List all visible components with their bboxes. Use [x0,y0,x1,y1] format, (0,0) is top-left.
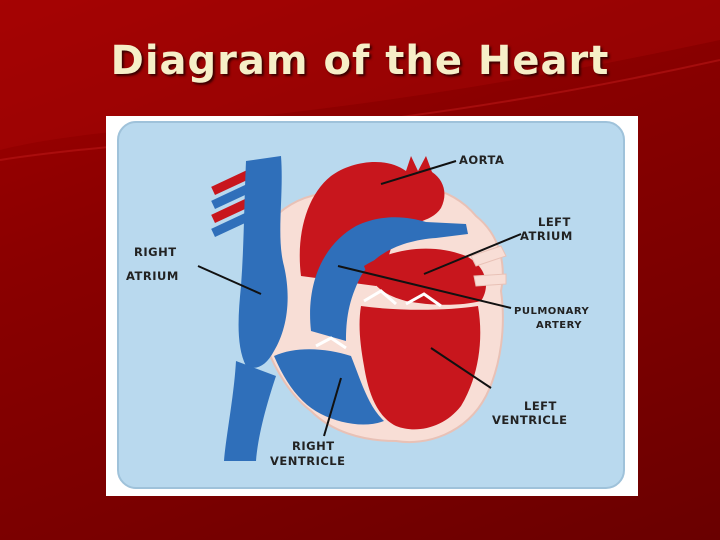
label-left-atrium-line2: ATRIUM [520,229,573,243]
heart-valves [315,289,442,350]
label-right-atrium-line1: RIGHT [134,245,177,259]
label-right-ventricle-line2: VENTRICLE [270,454,345,468]
pulmonary-artery-shape [310,217,468,341]
label-pulmonary-artery-line1: PULMONARY [514,306,590,317]
pulmonary-veins [470,245,507,287]
slide-title: Diagram of the Heart [110,38,610,84]
heart-diagram: AORTA LEFT ATRIUM RIGHT ATRIUM PULMONARY… [106,116,638,496]
right-ventricle-shape [274,349,384,425]
label-left-ventricle-line2: VENTRICLE [492,413,567,427]
vena-cava-shape [224,361,276,461]
left-ventricle-shape [359,306,481,430]
leader-lines [197,160,522,437]
right-atrium-shape [238,156,288,368]
label-aorta: AORTA [459,153,504,167]
heart-diagram-svg: AORTA LEFT ATRIUM RIGHT ATRIUM PULMONARY… [117,121,625,489]
left-atrium-shape [364,248,486,305]
label-left-atrium-line1: LEFT [538,215,571,229]
label-left-ventricle-line1: LEFT [524,399,557,413]
label-pulmonary-artery-line2: ARTERY [536,320,582,331]
label-right-ventricle-line1: RIGHT [292,439,335,453]
label-right-atrium-line2: ATRIUM [126,269,179,283]
upper-vessels [211,169,252,237]
